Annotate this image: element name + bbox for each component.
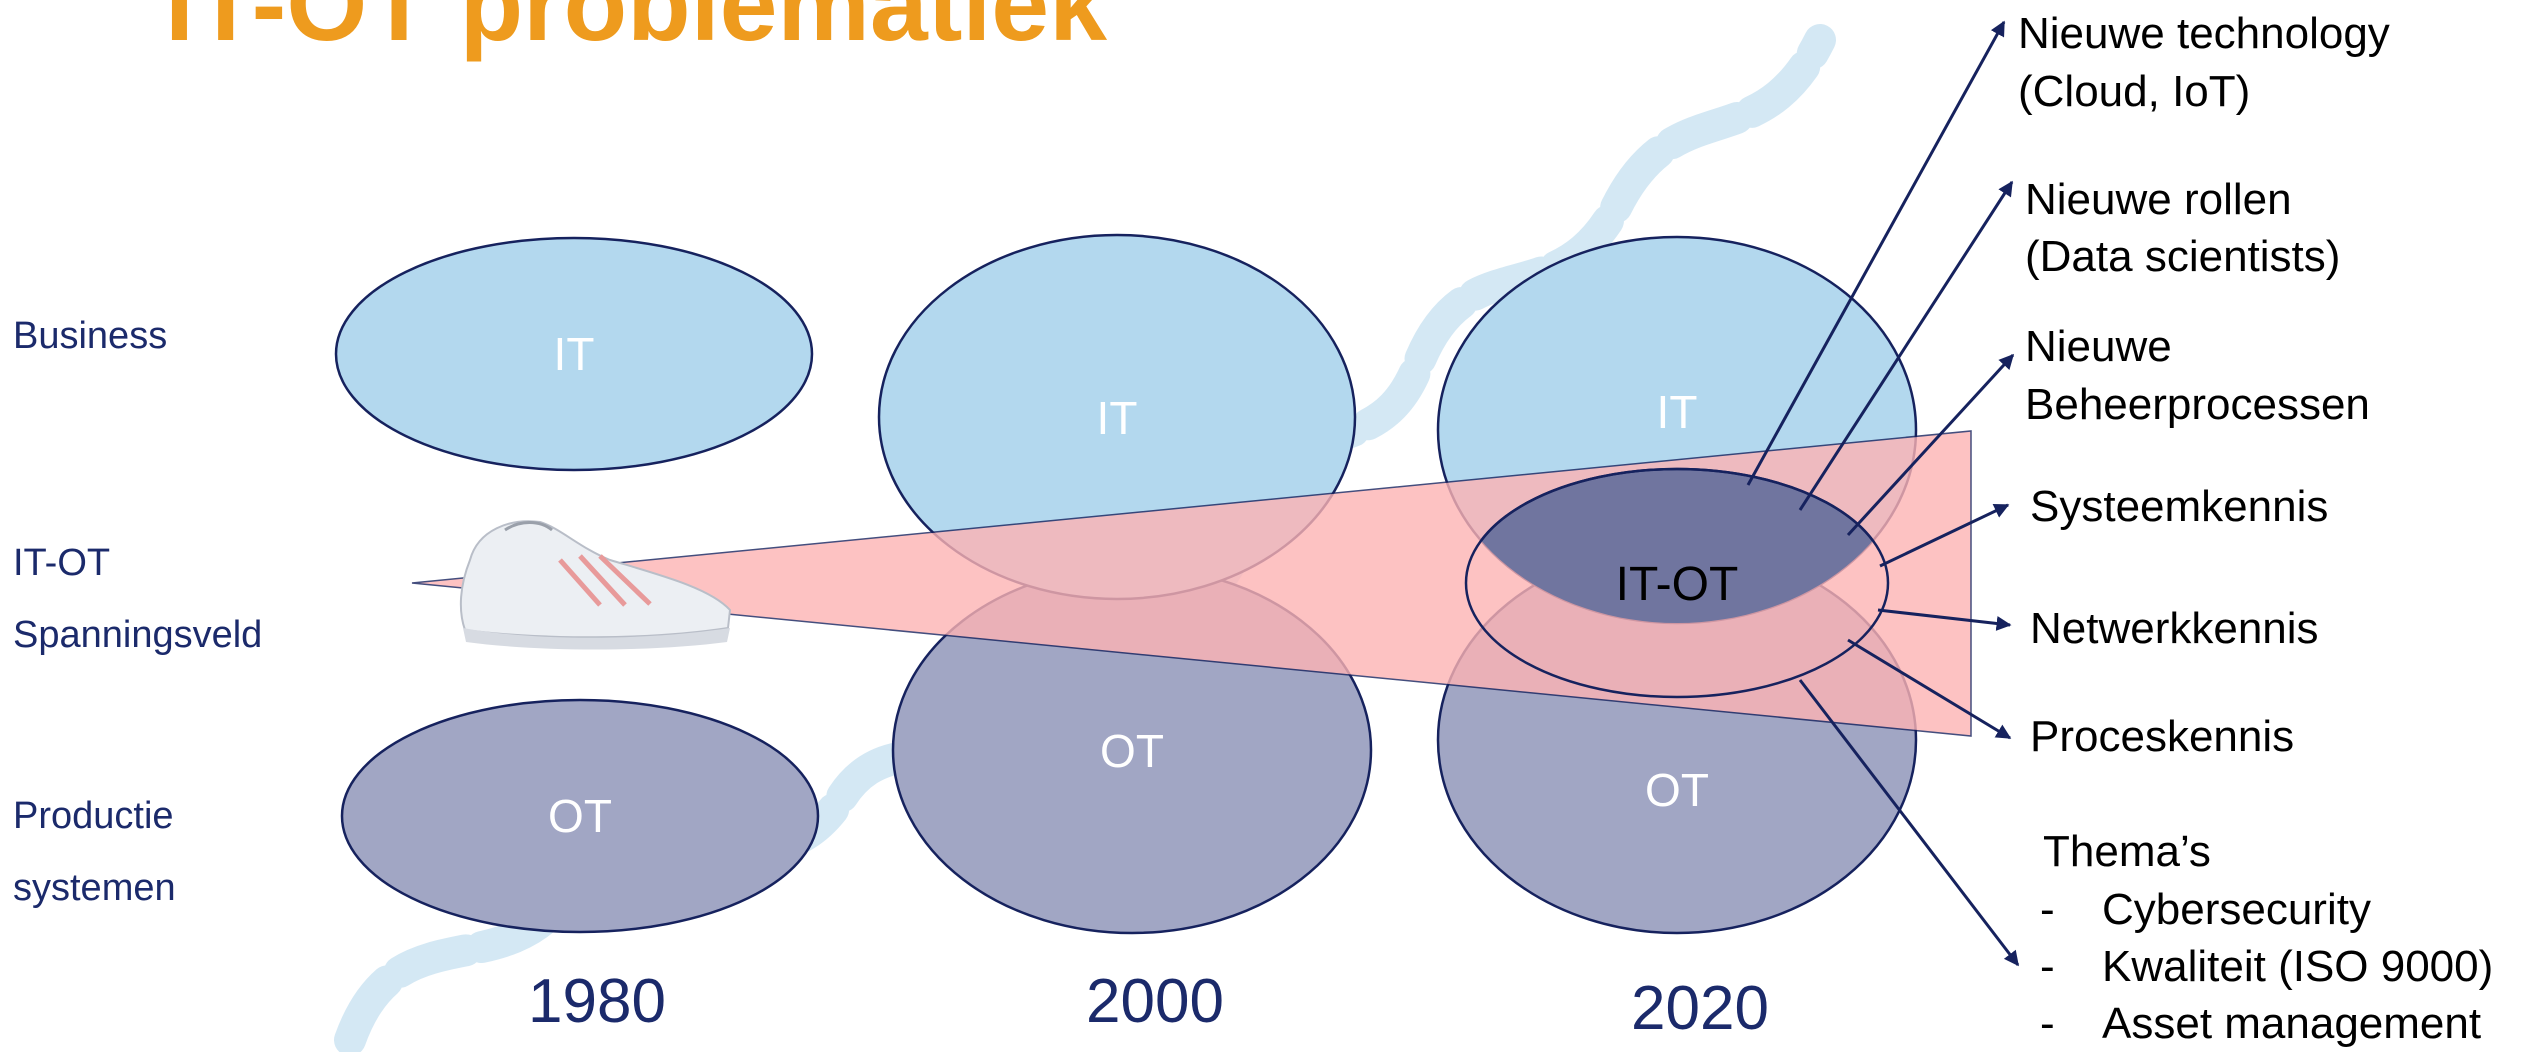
label-it-2000: IT bbox=[1097, 392, 1138, 444]
label-proces: Proceskennis bbox=[2030, 712, 2294, 761]
row-label-itot-1: IT-OT bbox=[13, 542, 110, 584]
ellipse-it-1980 bbox=[334, 236, 814, 472]
label-systeem: Systeemkennis bbox=[2030, 482, 2328, 531]
label-rollen-2: (Data scientists) bbox=[2025, 232, 2340, 281]
year-2020: 2020 bbox=[1631, 974, 1769, 1043]
year-2000: 2000 bbox=[1086, 967, 1224, 1036]
row-label-business: Business bbox=[13, 315, 167, 357]
row-label-itot-2: Spanningsveld bbox=[13, 614, 262, 656]
arrow-tech bbox=[1746, 20, 2006, 486]
arrow-beheer bbox=[1846, 353, 2015, 537]
page-title: IT-OT problematiek bbox=[165, 0, 1107, 63]
arrow-netwerk bbox=[1877, 608, 2012, 631]
themas-item-asset-management: Asset management bbox=[2102, 999, 2481, 1048]
label-it-1980: IT bbox=[554, 328, 595, 380]
themas-item-kwaliteit: Kwaliteit (ISO 9000) bbox=[2102, 942, 2493, 991]
arrow-themas bbox=[1798, 679, 2020, 967]
label-itot-2020: IT-OT bbox=[1616, 558, 1739, 611]
arrow-systeem bbox=[1879, 503, 2010, 568]
label-ot-2020: OT bbox=[1645, 764, 1709, 816]
arrow-rollen bbox=[1798, 180, 2014, 511]
label-it-2020: IT bbox=[1657, 386, 1698, 438]
overlap-itot-outline bbox=[1464, 467, 1890, 699]
label-netwerk: Netwerkkennis bbox=[2030, 604, 2319, 653]
label-beheer-2: Beheerprocessen bbox=[2025, 380, 2370, 429]
row-label-productie-1: Productie bbox=[13, 795, 174, 837]
label-ot-1980: OT bbox=[548, 790, 612, 842]
sneaker-image bbox=[459, 520, 732, 650]
themas-bullet: - bbox=[2040, 885, 2055, 934]
label-tech-1: Nieuwe technology bbox=[2018, 9, 2390, 58]
label-tech-2: (Cloud, IoT) bbox=[2018, 67, 2250, 116]
label-beheer-1: Nieuwe bbox=[2025, 322, 2172, 371]
arrow-proces bbox=[1847, 638, 2012, 740]
year-1980: 1980 bbox=[528, 967, 666, 1036]
themas-bullet: - bbox=[2040, 999, 2055, 1048]
themas-bullet: - bbox=[2040, 942, 2055, 991]
row-label-productie-2: systemen bbox=[13, 867, 176, 909]
themas-item-cybersecurity: Cybersecurity bbox=[2102, 885, 2371, 934]
label-ot-2000: OT bbox=[1100, 725, 1164, 777]
label-rollen-1: Nieuwe rollen bbox=[2025, 175, 2292, 224]
ellipse-ot-1980 bbox=[340, 698, 820, 934]
label-themas-title: Thema’s bbox=[2043, 827, 2211, 876]
